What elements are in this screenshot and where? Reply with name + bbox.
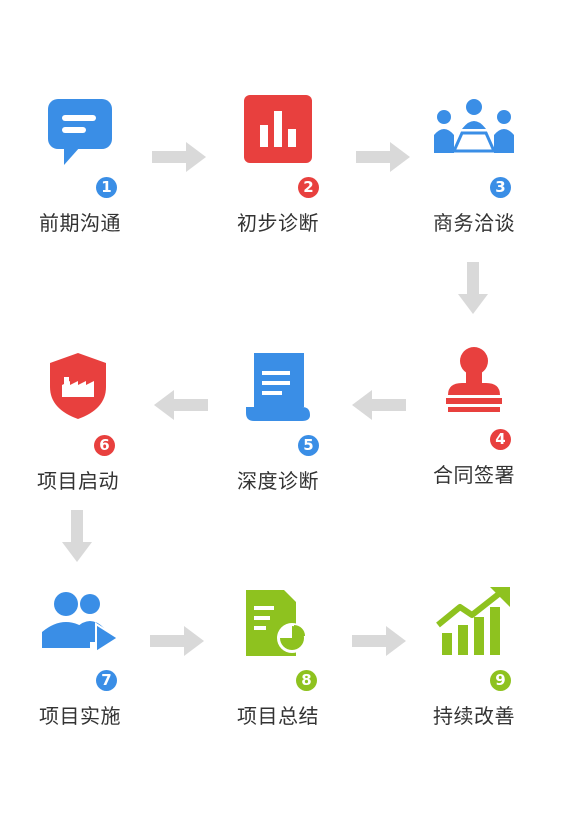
report-pie-icon (246, 590, 310, 656)
step-number-badge: 9 (490, 670, 511, 691)
step-9: 9 持续改善 (414, 585, 534, 730)
step-label: 前期沟通 (39, 211, 121, 235)
team-play-icon (40, 590, 120, 654)
step-4: 4 合同签署 (414, 345, 534, 495)
arrow-left-icon (154, 390, 208, 424)
stamp-icon (442, 345, 506, 415)
document-scroll-icon (244, 353, 312, 421)
arrow-right-icon (356, 142, 410, 176)
step-number-badge: 2 (298, 177, 319, 198)
step-1: 1 前期沟通 (20, 95, 140, 235)
arrow-left-icon (352, 390, 406, 424)
step-label: 项目启动 (37, 469, 119, 493)
bar-chart-icon (244, 95, 312, 163)
growth-chart-icon (436, 585, 512, 657)
step-number-badge: 1 (96, 177, 117, 198)
step-5: 5 深度诊断 (218, 353, 338, 493)
step-label: 初步诊断 (237, 211, 319, 235)
step-number-badge: 8 (296, 670, 317, 691)
step-number-badge: 3 (490, 177, 511, 198)
step-number-badge: 7 (96, 670, 117, 691)
arrow-right-icon (150, 626, 204, 660)
step-number-badge: 4 (490, 429, 511, 450)
factory-shield-icon (50, 353, 106, 419)
step-label: 合同签署 (433, 463, 515, 487)
step-7: 7 项目实施 (20, 590, 140, 730)
chat-bubble-icon (46, 95, 114, 167)
step-label: 项目总结 (237, 704, 319, 728)
step-8: 8 项目总结 (218, 590, 338, 730)
arrow-right-icon (152, 142, 206, 176)
step-label: 商务洽谈 (433, 211, 515, 235)
step-number-badge: 5 (298, 435, 319, 456)
step-6: 6 项目启动 (18, 353, 138, 493)
step-label: 持续改善 (433, 704, 515, 728)
step-number-badge: 6 (94, 435, 115, 456)
meeting-icon (432, 95, 516, 161)
step-3: 3 商务洽谈 (414, 95, 534, 235)
arrow-down-icon (62, 510, 92, 566)
step-label: 项目实施 (39, 704, 121, 728)
arrow-down-icon (458, 262, 488, 318)
step-label: 深度诊断 (237, 469, 319, 493)
step-2: 2 初步诊断 (218, 95, 338, 235)
arrow-right-icon (352, 626, 406, 660)
